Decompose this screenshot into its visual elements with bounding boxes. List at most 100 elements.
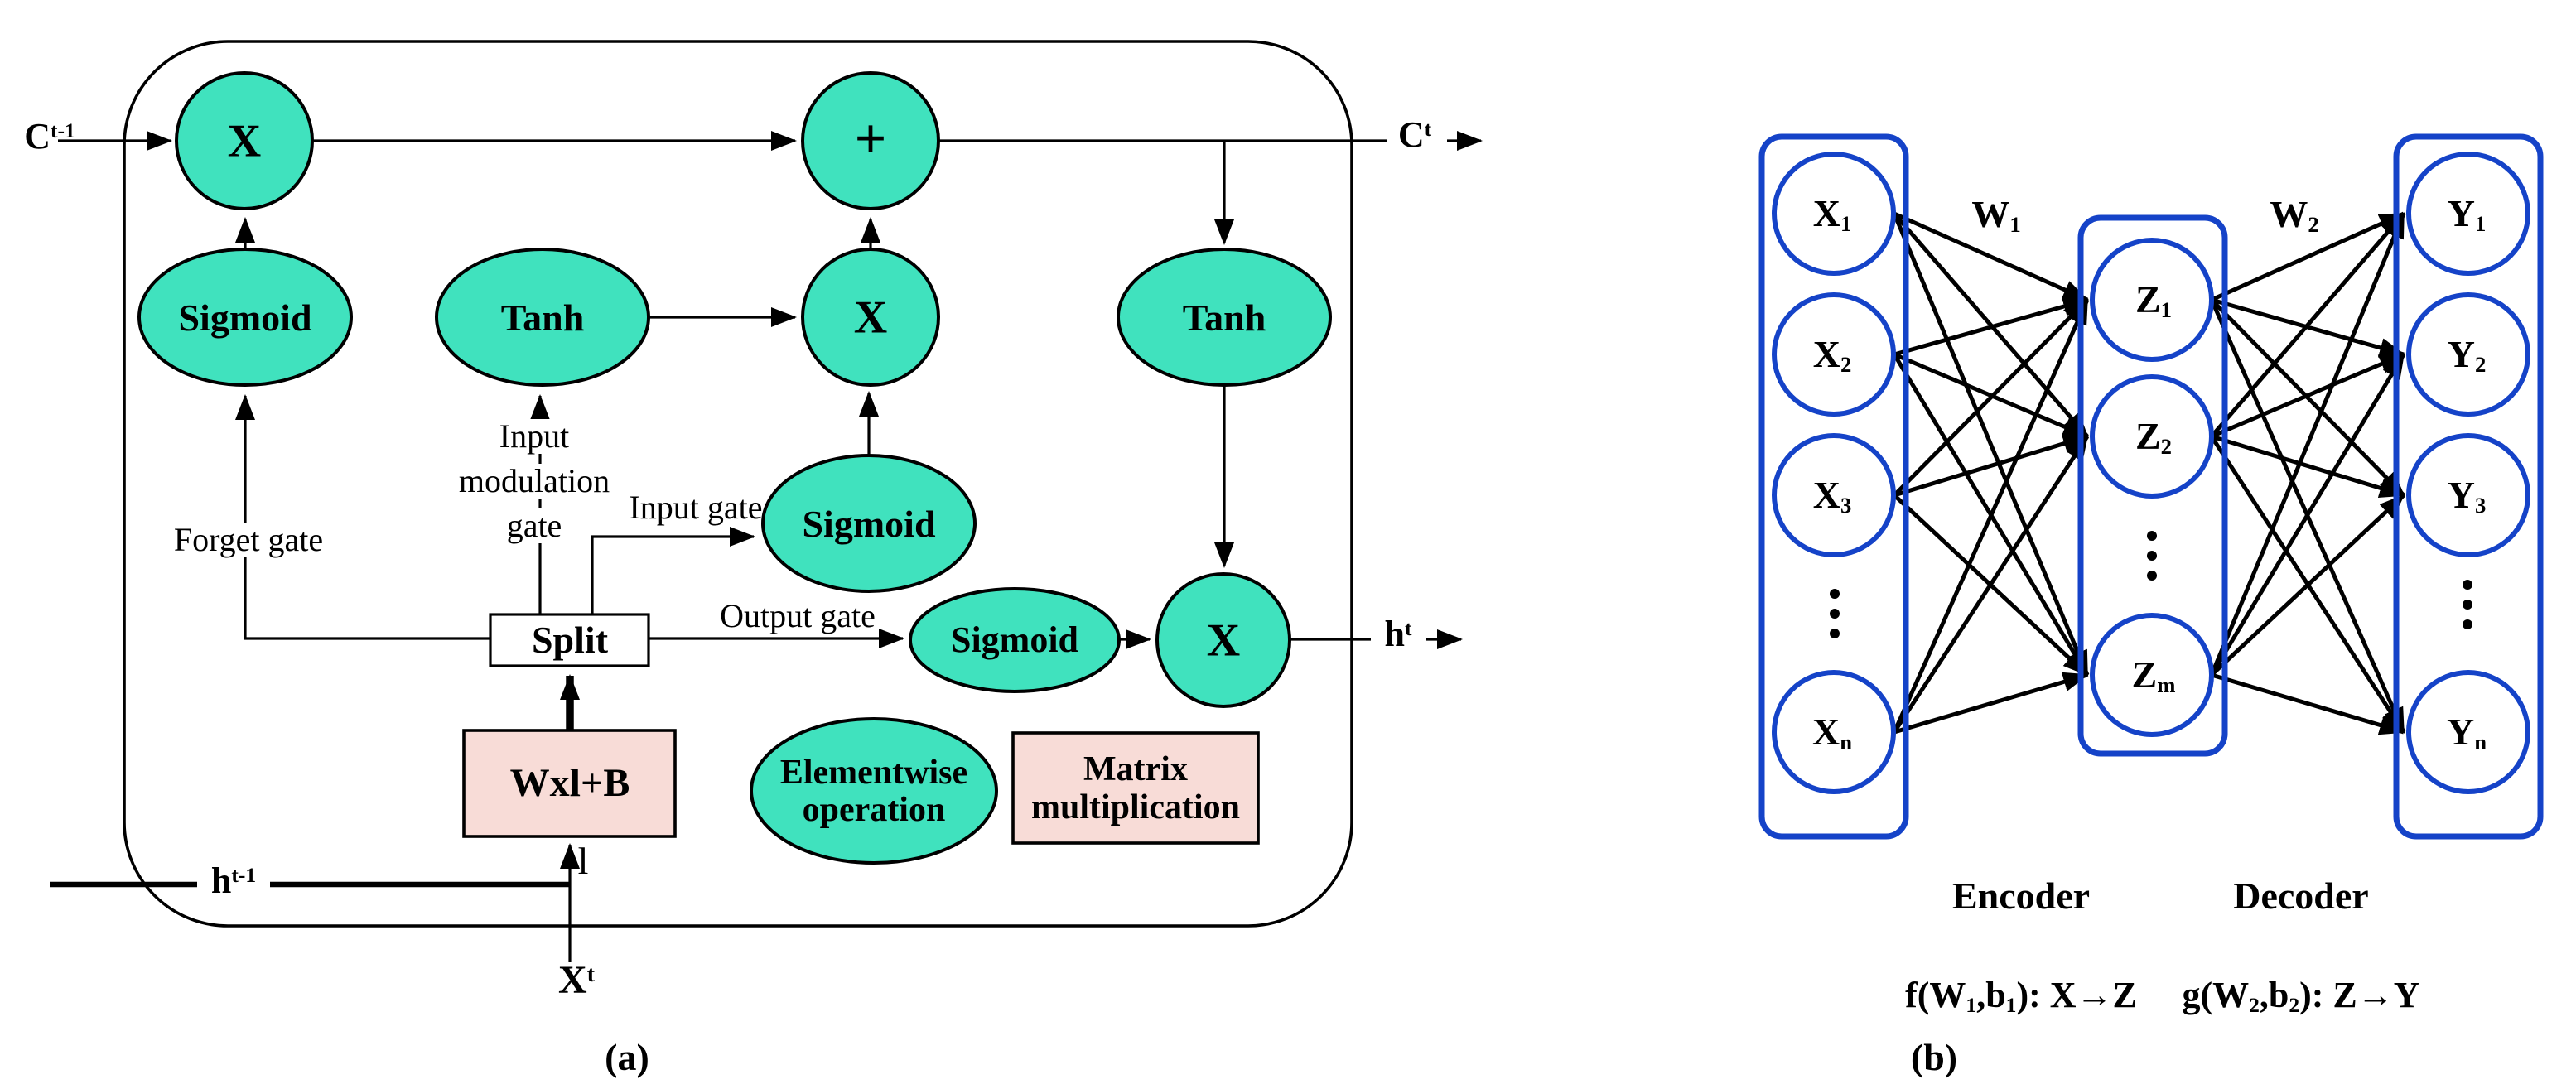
multiply-node-input <box>801 248 940 387</box>
modulation-gate-label-line3: gate <box>502 508 567 543</box>
hidden-layer-container <box>2077 214 2228 757</box>
decoder-arrow <box>2211 672 2405 735</box>
panel-a-caption: (a) <box>605 1035 649 1078</box>
multiply-node-forget <box>175 71 314 210</box>
weights-label: Wxl+B <box>509 760 630 805</box>
modulation-gate-label-line1: Input <box>494 419 574 454</box>
output-node-label-y3: Y3 <box>2447 473 2487 518</box>
hidden-node-label-z2: Z2 <box>2135 414 2173 460</box>
split-label: Split <box>531 618 609 661</box>
input-layer-container <box>1758 133 1909 840</box>
output-node-label-yn: Yn <box>2446 710 2487 755</box>
output-layer-container <box>2393 133 2544 840</box>
forget-gate-label: Forget gate <box>169 523 328 557</box>
panel-b-caption: (b) <box>1910 1035 1958 1078</box>
output-ellipsis-dot <box>2463 580 2472 590</box>
sigmoid-label-output: Sigmoid <box>950 619 1079 660</box>
multiply-label-forget: X <box>227 115 262 167</box>
add-label: + <box>854 106 887 170</box>
hidden-node-label-z1: Z1 <box>2135 277 2173 323</box>
output-gate-label: Output gate <box>720 597 876 634</box>
legend-matrix-label-line1: Matrix <box>1083 749 1188 788</box>
input-ellipsis-dot <box>1830 589 1840 599</box>
input-node-x1 <box>1772 152 1896 276</box>
input-node-label-xn: Xn <box>1811 710 1853 755</box>
input-node-x3 <box>1772 433 1896 557</box>
encoder-arrow <box>1893 298 2089 497</box>
output-ellipsis-dot <box>2463 619 2472 629</box>
encoder-mapping-label: f(W1,b1): X→Z <box>1905 974 2137 1018</box>
legend-elementwise-ellipse <box>750 717 998 865</box>
multiply-label-output: X <box>1206 614 1241 667</box>
tanh-node-modulation <box>435 248 650 387</box>
x-input-label: Xt <box>558 957 595 1002</box>
input-node-label-x1: X1 <box>1812 191 1852 237</box>
w2-label: W2 <box>2270 192 2319 238</box>
hidden-node-label-zm: Zm <box>2131 653 2176 698</box>
input-node-label-x3: X3 <box>1812 473 1852 518</box>
split-box <box>489 613 650 667</box>
encoder-arrow <box>1892 213 2090 677</box>
input-ellipsis-dot <box>1830 609 1840 619</box>
encoder-arrow <box>1892 435 2090 734</box>
encoder-arrow <box>1893 672 2089 735</box>
hidden-node-z1 <box>2090 238 2214 362</box>
output-node-y1 <box>2406 152 2530 276</box>
decoder-mapping-label: g(W2,b2): Z→Y <box>2182 974 2420 1018</box>
decoder-arrow <box>2210 494 2405 677</box>
h-prev-label: ht-1 <box>206 861 261 901</box>
decoder-arrow <box>2210 211 2405 302</box>
modulation-gate-label-line2: modulation <box>454 464 615 499</box>
sigmoid-node-forget <box>137 248 353 387</box>
decoder-arrow <box>2211 352 2405 439</box>
w1-label: W1 <box>1971 192 2021 238</box>
autoencoder-arrows <box>1892 211 2406 735</box>
output-ellipsis-dot <box>2463 600 2472 610</box>
wire-forget-gate <box>235 394 490 640</box>
c-next-label: Ct <box>1397 113 1432 155</box>
sigmoid-label-forget: Sigmoid <box>178 296 312 339</box>
wire-input-gate <box>591 527 755 614</box>
encoder-arrow <box>1893 211 2089 302</box>
input-node-label-x2: X2 <box>1812 332 1852 378</box>
output-node-label-y2: Y2 <box>2447 332 2487 378</box>
multiply-label-input: X <box>853 292 888 344</box>
input-node-xn <box>1772 670 1896 794</box>
encoder-arrow <box>1893 433 2089 498</box>
hidden-node-zm <box>2090 613 2214 737</box>
hidden-ellipsis-dot <box>2147 571 2157 581</box>
hidden-node-z2 <box>2090 374 2214 499</box>
c-prev-label: Ct-1 <box>24 115 75 157</box>
output-node-y3 <box>2406 433 2530 557</box>
hidden-ellipsis-dot <box>2147 551 2157 561</box>
decoder-arrow <box>2209 353 2406 677</box>
weights-box <box>462 729 677 838</box>
encoder-arrow <box>1892 298 2090 734</box>
tanh-label-output: Tanh <box>1182 296 1266 339</box>
output-node-y2 <box>2406 292 2530 417</box>
legend-elementwise-label-line1: Elementwise <box>779 753 968 792</box>
tanh-label-modulation: Tanh <box>500 296 585 339</box>
tanh-node-output <box>1117 248 1332 387</box>
output-node-label-y1: Y1 <box>2447 191 2487 237</box>
decoder-arrow <box>2209 212 2406 676</box>
input-gate-label: Input gate <box>629 489 763 526</box>
h-next-label: ht <box>1384 613 1412 654</box>
concat-input-label: l <box>577 839 589 882</box>
legend-matrix-box <box>1011 731 1260 845</box>
hidden-ellipsis-dot <box>2147 531 2157 541</box>
input-node-x2 <box>1772 292 1896 417</box>
encoder-arrow <box>1893 296 2089 357</box>
encoder-title: Encoder <box>1951 874 2091 917</box>
decoder-title: Decoder <box>2233 874 2369 917</box>
decoder-arrow <box>2211 434 2405 498</box>
legend-elementwise-label-line2: operation <box>802 790 946 829</box>
sigmoid-label-input: Sigmoid <box>802 502 936 545</box>
lstm-cell-boundary <box>123 40 1353 928</box>
decoder-arrow <box>2210 212 2405 438</box>
input-ellipsis-dot <box>1830 629 1840 638</box>
sigmoid-node-input <box>761 454 977 593</box>
add-node <box>801 71 940 210</box>
